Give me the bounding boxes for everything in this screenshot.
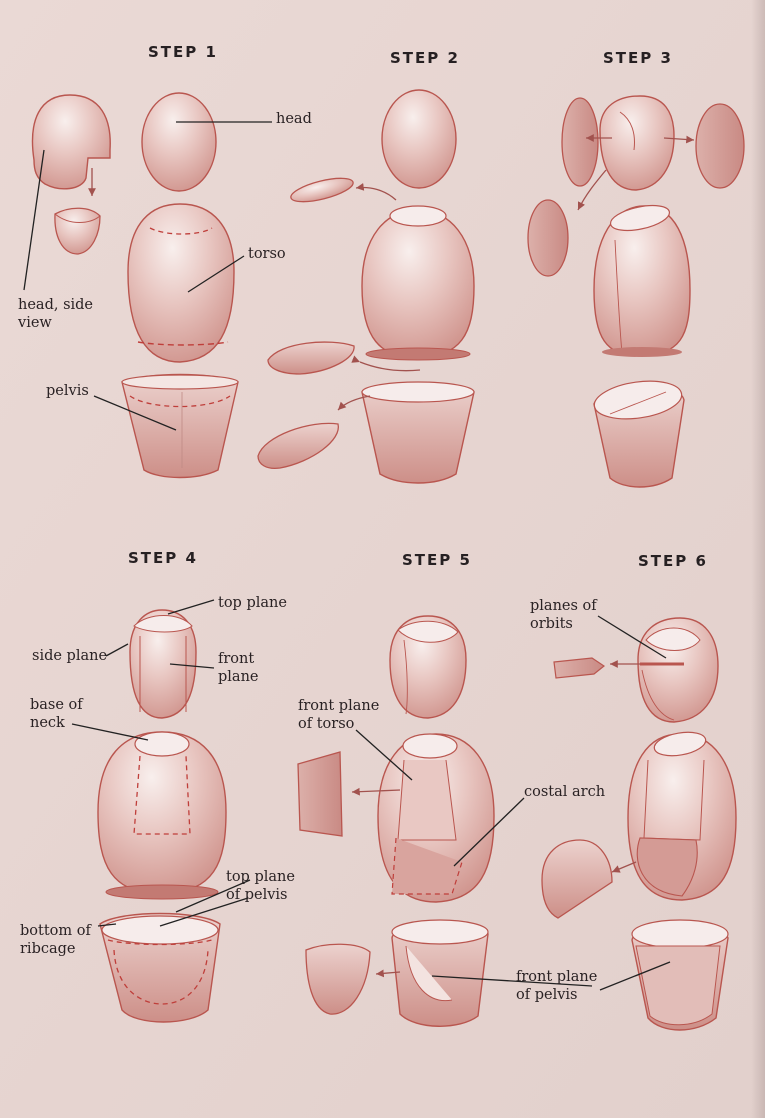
label-pelvis: pelvis — [46, 383, 89, 399]
step3-title: STEP 3 — [603, 49, 673, 67]
step4-forms — [97, 609, 227, 1023]
label-torso: torso — [248, 246, 286, 262]
head-side-form — [31, 94, 111, 190]
label-side-plane: side plane — [32, 648, 108, 664]
ribcage-bottom-disc — [267, 341, 355, 375]
orbit-plane-removed — [553, 657, 606, 679]
step6-forms — [541, 617, 737, 1031]
label-costal-arch: costal arch — [524, 784, 606, 800]
leader-lines — [23, 121, 671, 991]
torso-plane-removed — [297, 751, 343, 837]
head-form — [599, 95, 675, 191]
ribcage-plane-removed — [541, 839, 613, 919]
torso-form — [127, 203, 235, 363]
step6-title: STEP 6 — [638, 552, 708, 570]
head-form — [129, 609, 197, 719]
label-head: head — [276, 111, 312, 127]
pelvis-top-disc — [257, 422, 339, 470]
page-edge-shadow — [751, 0, 765, 1118]
head-form — [141, 92, 217, 192]
torso-form — [361, 209, 475, 359]
torso-form — [97, 731, 227, 895]
label-top-plane: top plane — [218, 595, 287, 611]
step2-forms — [257, 89, 475, 484]
pelvis-plane-removed — [305, 943, 371, 1015]
step5-title: STEP 5 — [402, 551, 472, 569]
side-plane-left — [561, 97, 599, 187]
step1-forms — [31, 92, 239, 479]
step2-title: STEP 2 — [390, 49, 460, 67]
side-plane-right — [695, 103, 745, 189]
step4-title: STEP 4 — [128, 549, 198, 567]
jaw-form — [54, 207, 101, 255]
step5-forms — [297, 615, 495, 1027]
head-form — [381, 89, 457, 189]
neck-disc — [290, 177, 354, 203]
step3-forms — [527, 95, 745, 488]
head-form — [389, 615, 467, 719]
step1-title: STEP 1 — [148, 43, 218, 61]
jaw-plane — [527, 199, 569, 277]
